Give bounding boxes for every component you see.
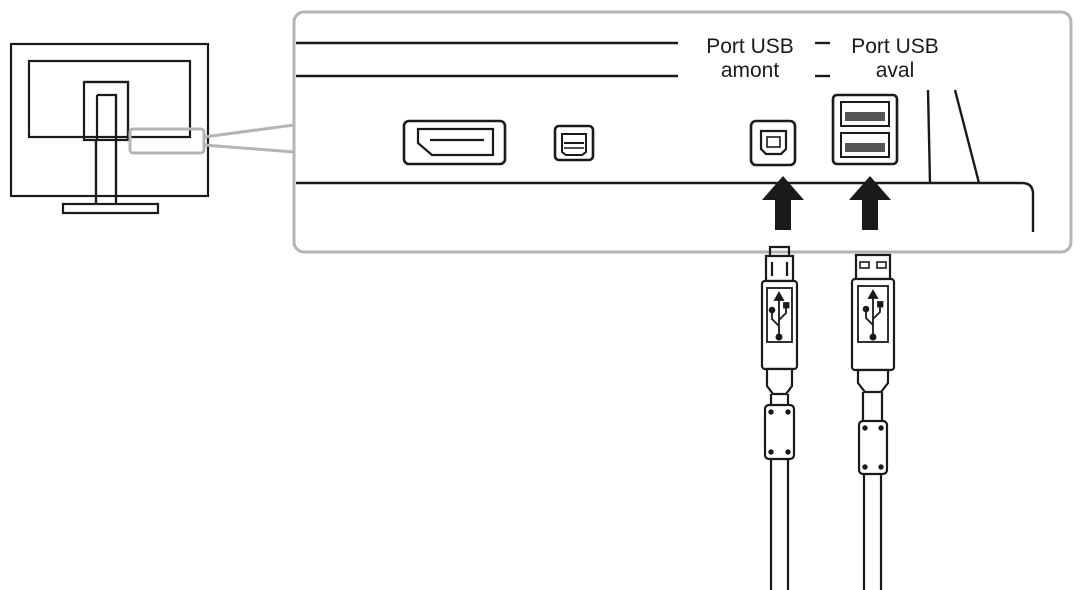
upstream-label-line1: Port USB: [706, 35, 794, 58]
usb-icon: [768, 291, 790, 341]
upstream-connect-arrow: [762, 176, 804, 230]
callout-panel: [292, 10, 1073, 254]
usb-downstream-ports: [831, 93, 899, 166]
usb-b-ferrite-core: [763, 403, 796, 461]
usb-upstream-port: [749, 119, 797, 167]
downstream-label-line2: aval: [876, 59, 915, 82]
mini-displayport-port: [553, 124, 595, 162]
displayport-port: [402, 119, 507, 166]
monitor-stand-column: [82, 80, 130, 142]
usb-a-ferrite-core: [857, 419, 889, 476]
monitor-inner-panel: [27, 59, 192, 139]
callout-pointer-bottom: [203, 143, 295, 154]
usb-icon: [862, 289, 884, 341]
rear-panel-edges: [296, 41, 1035, 232]
usb-a-plug-tip: [854, 253, 892, 281]
port-region-highlight: [128, 127, 206, 155]
monitor-outer-frame: [9, 42, 210, 198]
monitor-stand-base: [61, 202, 160, 215]
usb-a-cable: [850, 253, 896, 590]
downstream-label-line1: Port USB: [851, 35, 939, 58]
monitor-rear-thumbnail: [9, 42, 210, 215]
usb-b-plug-tip: [764, 254, 795, 283]
monitor-stand: [84, 80, 130, 205]
callout-pointer-top: [203, 123, 295, 139]
downstream-connect-arrow: [849, 176, 891, 230]
upstream-label-line2: amont: [721, 59, 780, 82]
